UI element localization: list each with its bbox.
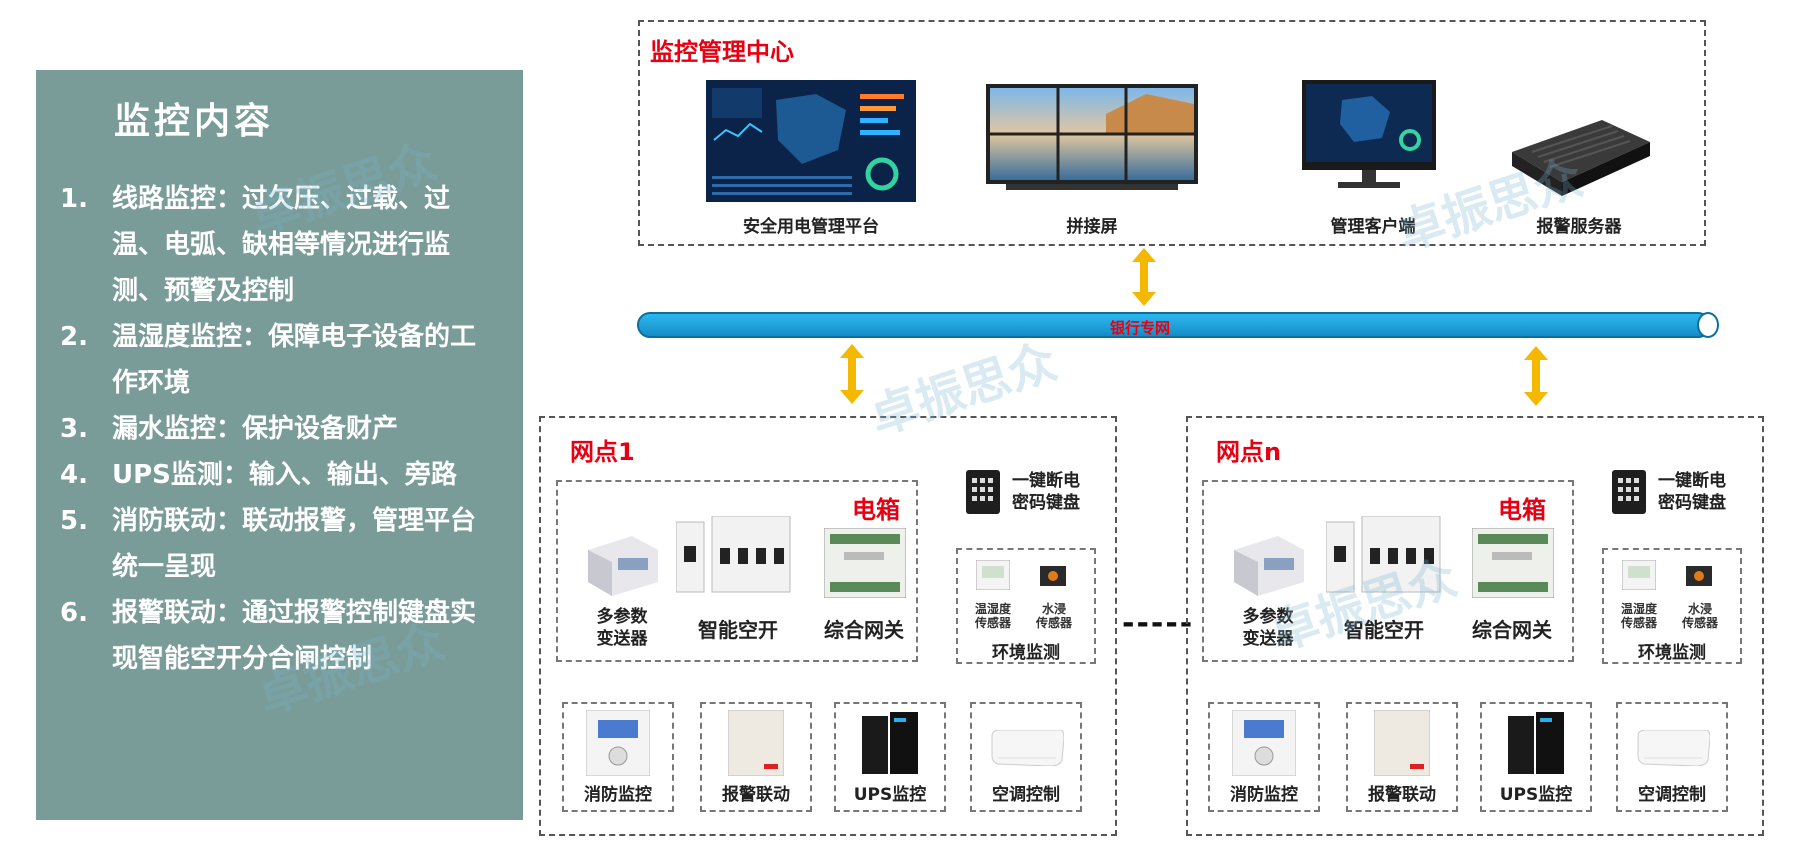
list-item: 5.消防联动：联动报警，管理平台统一呈现 — [60, 506, 477, 582]
device-label: 综合网关 — [824, 618, 904, 642]
device-label: 综合网关 — [1472, 618, 1552, 642]
device-label: 智能空开 — [698, 618, 778, 642]
electric-box — [1202, 480, 1574, 662]
device-label: 空调控制 — [1638, 785, 1706, 805]
smart-breaker-icon — [1326, 516, 1441, 593]
pipe-end-cap — [1697, 312, 1719, 338]
keypad-label: 一键断电 密码键盘 — [1658, 471, 1726, 513]
site-title: 网点1 — [570, 438, 635, 466]
temperature-humidity-sensor-icon — [1622, 560, 1656, 590]
dashboard-screen-icon — [706, 80, 916, 202]
monitoring-center-box — [638, 20, 1706, 246]
network-label: 银行专网 — [1110, 319, 1171, 337]
device-label: 多参数 变送器 — [1242, 607, 1294, 649]
device-label: 报警服务器 — [1536, 217, 1622, 237]
ac-control-box — [970, 702, 1082, 812]
keypad-icon — [1612, 470, 1646, 514]
ups-cabinet-icon — [1508, 712, 1564, 774]
air-conditioner-icon — [1637, 730, 1710, 766]
fire-monitor-box — [562, 702, 674, 812]
electric-box-title: 电箱 — [852, 496, 900, 524]
device-label: 报警联动 — [1368, 785, 1436, 805]
list-item: 1.线路监控：过欠压、过载、过温、电弧、缺相等情况进行监测、预警及控制 — [60, 184, 451, 306]
gateway-icon — [1472, 528, 1554, 598]
ups-cabinet-icon — [862, 712, 918, 774]
electric-box — [556, 480, 918, 662]
up-down-arrow-icon — [1524, 346, 1548, 406]
client-monitor-icon — [1302, 80, 1436, 188]
list-item: 2.温湿度监控：保障电子设备的工作环境 — [60, 322, 477, 398]
water-leak-sensor-icon — [1686, 566, 1712, 586]
keypad-label: 一键断电 密码键盘 — [1012, 471, 1080, 513]
device-label: 消防监控 — [584, 785, 652, 805]
site-1-box — [539, 416, 1117, 836]
device-label: 消防监控 — [1230, 785, 1298, 805]
device-label: 安全用电管理平台 — [743, 217, 879, 237]
alarm-link-box — [700, 702, 812, 812]
gateway-icon — [824, 528, 906, 598]
alarm-server-icon — [1512, 120, 1650, 196]
device-label: 多参数 变送器 — [596, 607, 648, 649]
device-label: 拼接屏 — [1066, 217, 1118, 237]
env-monitor-box — [956, 548, 1096, 664]
alarm-panel-icon — [1374, 710, 1430, 776]
fire-monitor-box — [1208, 702, 1320, 812]
electric-box-title: 电箱 — [1498, 496, 1546, 524]
multi-parameter-transmitter-icon — [588, 536, 658, 596]
device-label: UPS监控 — [853, 785, 927, 805]
sensor-label: 温湿度 传感器 — [1620, 602, 1657, 630]
temperature-humidity-sensor-icon — [976, 560, 1010, 590]
fire-panel-icon — [586, 710, 650, 776]
list-item: 6.报警联动：通过报警控制键盘实现智能空开分合闸控制 — [60, 598, 477, 674]
alarm-link-box — [1346, 702, 1458, 812]
multi-parameter-transmitter-icon — [1234, 536, 1304, 596]
content-panel — [36, 70, 523, 820]
env-monitor-box — [1602, 548, 1742, 664]
list-item: 4.UPS监测：输入、输出、旁路 — [60, 460, 457, 490]
device-label: 空调控制 — [992, 785, 1060, 805]
panel-title: 监控内容 — [114, 101, 275, 142]
water-leak-sensor-icon — [1040, 566, 1066, 586]
sensor-label: 水浸 传感器 — [1035, 602, 1072, 630]
fire-panel-icon — [1232, 710, 1296, 776]
list-item: 3.漏水监控：保护设备财产 — [60, 414, 399, 444]
smart-breaker-icon — [676, 516, 791, 593]
device-label: UPS监控 — [1499, 785, 1573, 805]
ups-box — [1480, 702, 1592, 812]
env-monitor-title: 环境监测 — [1638, 643, 1706, 663]
air-conditioner-icon — [991, 730, 1064, 766]
device-label: 管理客户端 — [1330, 217, 1416, 237]
sensor-label: 温湿度 传感器 — [974, 602, 1011, 630]
device-label: 报警联动 — [722, 785, 790, 805]
site-separator: ----- — [1122, 606, 1195, 641]
alarm-panel-icon — [728, 710, 784, 776]
site-n-box — [1186, 416, 1764, 836]
up-down-arrow-icon — [1132, 248, 1156, 306]
bank-network-pipe — [637, 312, 1711, 338]
monitoring-center-title: 监控管理中心 — [650, 38, 794, 66]
ac-control-box — [1616, 702, 1728, 812]
site-title: 网点n — [1216, 438, 1282, 466]
device-label: 智能空开 — [1344, 618, 1424, 642]
content-list: 1.线路监控：过欠压、过载、过温、电弧、缺相等情况进行监测、预警及控制 2.温湿… — [60, 176, 490, 682]
video-wall-icon — [986, 84, 1198, 190]
up-down-arrow-icon — [840, 344, 864, 404]
sensor-label: 水浸 传感器 — [1681, 602, 1718, 630]
ups-box — [834, 702, 946, 812]
env-monitor-title: 环境监测 — [992, 643, 1060, 663]
keypad-icon — [966, 470, 1000, 514]
